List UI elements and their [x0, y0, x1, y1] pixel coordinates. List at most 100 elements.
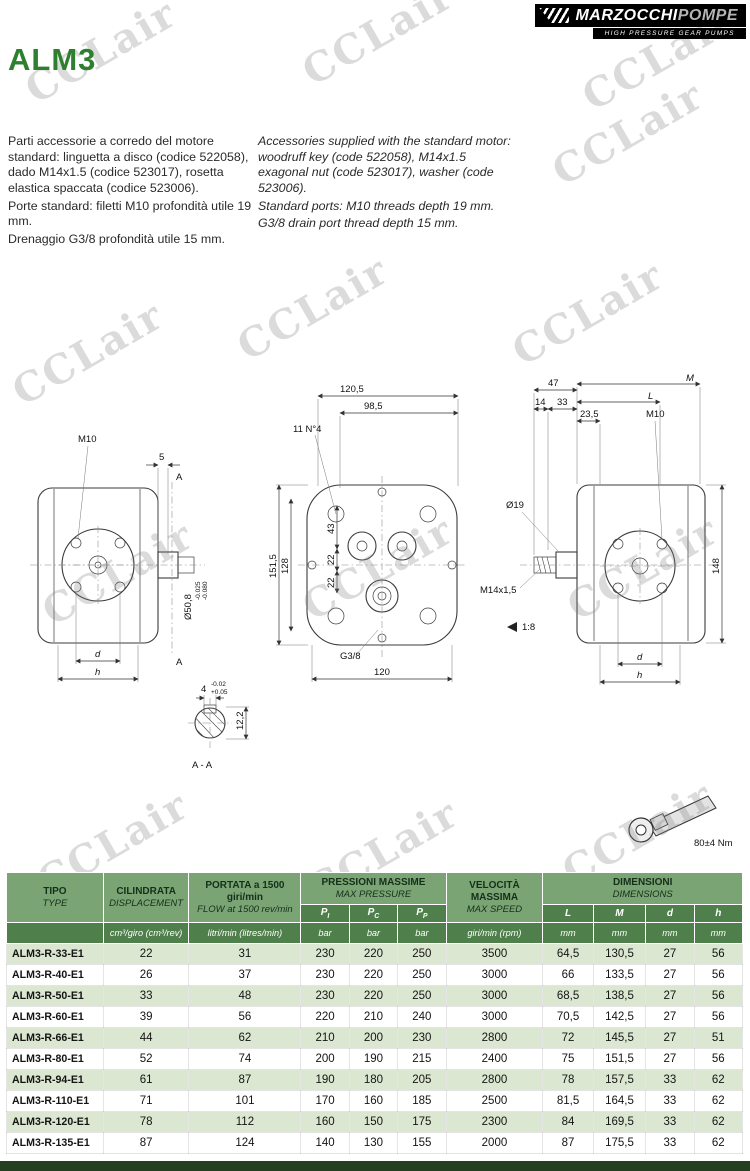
cell-pc: 160: [348, 1090, 399, 1113]
cell-h: 56: [693, 1006, 744, 1029]
cell-type: ALM3-R-110-E1: [6, 1090, 104, 1113]
pc-subscript: C: [374, 913, 380, 921]
cell-flow: 124: [188, 1132, 302, 1155]
cell-L: 78: [542, 1069, 594, 1092]
section-label: A - A: [192, 760, 213, 771]
cell-type: ALM3-R-40-E1: [6, 964, 104, 987]
header-it: PORTATA a 1500 giri/min: [205, 880, 285, 903]
dim-label: 128: [280, 558, 291, 574]
cell-pp: 240: [397, 1006, 447, 1029]
cell-flow: 37: [188, 964, 302, 987]
side-view-left: A A 5 M10 Ø50,8 -0.025 -0.080 d h: [30, 434, 209, 682]
dim-label: L: [648, 391, 653, 402]
header-row-sub: PI PC PP L M d h: [7, 904, 744, 924]
cell-L: 70,5: [542, 1006, 594, 1029]
cell-h: 56: [693, 964, 744, 987]
dim-label: 151,5: [268, 554, 279, 578]
taper-arrow-icon: [507, 622, 517, 632]
thread-label: M14x1,5: [480, 585, 516, 596]
cell-pp: 155: [397, 1132, 447, 1155]
cell-type: ALM3-R-94-E1: [6, 1069, 104, 1092]
units-d: mm: [645, 922, 695, 945]
cell-pc: 220: [348, 943, 399, 966]
cell-L: 66: [542, 964, 594, 987]
dim-label: 23,5: [580, 409, 599, 420]
port-label: G3/8: [340, 651, 361, 662]
dim-label: Ø50,8: [183, 594, 194, 620]
cell-M: 164,5: [592, 1090, 647, 1113]
cell-d: 27: [645, 1006, 695, 1029]
units-displacement: cm³/giro (cm³/rev): [102, 922, 190, 945]
watermark: CCLair: [294, 0, 462, 96]
col-header-dimensions: DIMENSIONI DIMENSIONS: [542, 871, 743, 906]
col-header-max-speed: VELOCITÀ MASSIMA MAX SPEED: [445, 871, 544, 924]
cell-displacement: 61: [102, 1069, 190, 1092]
intro-italian: Parti accessorie a corredo del motore st…: [8, 134, 254, 249]
p-symbol: P: [416, 907, 423, 919]
subcol-h: h: [693, 904, 744, 924]
dim-label: d: [95, 649, 101, 660]
table-row: ALM3-R-60-E1 39 56 220 210 240 3000 70,5…: [6, 1006, 744, 1029]
front-view: 120,5 98,5 11 N°4 151,5 128 43 22 22 G3/…: [268, 384, 466, 682]
cell-h: 62: [693, 1090, 744, 1113]
units-h: mm: [693, 922, 744, 945]
col-header-flow: PORTATA a 1500 giri/min FLOW at 1500 rev…: [188, 871, 302, 924]
intro-en-paragraph: Standard ports: M10 threads depth 19 mm.: [258, 198, 495, 213]
cell-d: 33: [645, 1111, 695, 1134]
cell-M: 142,5: [592, 1006, 647, 1029]
header-it: DIMENSIONI: [612, 877, 673, 888]
table-row: ALM3-R-40-E1 26 37 230 220 250 3000 66 1…: [6, 964, 744, 987]
cell-flow: 48: [188, 985, 302, 1008]
p-symbol: P: [320, 907, 328, 919]
technical-drawing: A A 5 M10 Ø50,8 -0.025 -0.080 d h: [30, 373, 733, 849]
cell-M: 138,5: [592, 985, 647, 1008]
cell-d: 27: [645, 1048, 695, 1071]
watermark: CCLair: [229, 246, 397, 371]
cell-speed: 2300: [445, 1111, 544, 1134]
subcol-pc: PC: [348, 904, 399, 924]
dim-label: h: [95, 667, 100, 678]
brand-logo: MARZOCCHIPOMPE HIGH PRESSURE GEAR PUMPS: [535, 4, 746, 39]
cell-L: 81,5: [542, 1090, 594, 1113]
units-L: mm: [542, 922, 594, 945]
units-speed: giri/min (rpm): [445, 922, 544, 945]
cell-p1: 160: [300, 1111, 350, 1134]
table-row: ALM3-R-80-E1 52 74 200 190 215 2400 75 1…: [6, 1048, 744, 1071]
cell-type: ALM3-R-33-E1: [6, 943, 104, 966]
brand-tagline: HIGH PRESSURE GEAR PUMPS: [593, 28, 746, 39]
dim-label: 148: [711, 558, 722, 574]
col-header-displacement: CILINDRATA DISPLACEMENT: [102, 871, 190, 924]
cell-p1: 140: [300, 1132, 350, 1155]
cell-speed: 3500: [445, 943, 544, 966]
p-symbol: P: [367, 907, 375, 919]
cell-pc: 190: [348, 1048, 399, 1071]
dim-label: 22: [326, 577, 337, 588]
cell-pc: 180: [348, 1069, 399, 1092]
cell-displacement: 26: [102, 964, 190, 987]
torque-label: 80±4 Nm: [694, 838, 733, 849]
cell-displacement: 33: [102, 985, 190, 1008]
cell-p1: 220: [300, 1006, 350, 1029]
p1-subscript: I: [327, 913, 330, 921]
intro-it-paragraph: Parti accessorie a corredo del motore st…: [8, 134, 249, 195]
cell-pc: 210: [348, 1006, 399, 1029]
spec-table: TIPO TYPE CILINDRATA DISPLACEMENT PORTAT…: [6, 871, 744, 1155]
cell-d: 33: [645, 1069, 695, 1092]
cell-pp: 205: [397, 1069, 447, 1092]
cell-h: 51: [693, 1027, 744, 1050]
logo-stripes-icon: [539, 8, 570, 23]
header-en: DISPLACEMENT: [109, 898, 184, 909]
cell-displacement: 87: [102, 1132, 190, 1155]
tolerance-label: +0.05: [211, 689, 228, 696]
header-en: MAX PRESSURE: [335, 889, 412, 900]
header-en: TYPE: [42, 898, 68, 909]
cell-pc: 130: [348, 1132, 399, 1155]
section-a-a-detail: 4 -0.02 +0.05 12,2 A - A: [188, 681, 249, 771]
cell-speed: 2400: [445, 1048, 544, 1071]
subcol-L: L: [542, 904, 594, 924]
dim-label: 5: [159, 452, 164, 463]
cell-pc: 200: [348, 1027, 399, 1050]
cell-flow: 74: [188, 1048, 302, 1071]
cell-speed: 2000: [445, 1132, 544, 1155]
